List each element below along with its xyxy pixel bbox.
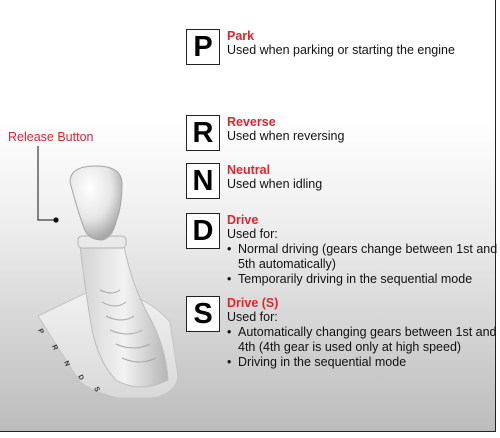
mode-description: Used for: <box>227 310 278 324</box>
gate-letter-d: D <box>76 374 84 382</box>
mode-title: Park <box>227 29 255 43</box>
bullet-item: Normal driving (gears change between 1st… <box>227 242 500 272</box>
release-button-label: Release Button <box>8 130 94 144</box>
gate-letters: P R N D S <box>36 328 100 393</box>
mode-park-body: Park Used when parking or starting the e… <box>227 29 500 58</box>
mode-title: Drive <box>227 213 259 227</box>
mode-drive-s-bullets: Automatically changing gears between 1st… <box>227 325 500 370</box>
gate-letter-r: R <box>50 344 58 352</box>
gear-letter-r: R <box>186 115 220 151</box>
mode-drive-body: Drive Used for: Normal driving (gears ch… <box>227 213 500 287</box>
gate-letter-n: N <box>62 360 70 368</box>
mode-description: Used when idling <box>227 177 323 191</box>
mode-description: Used for: <box>227 227 278 241</box>
gate-letter-s: S <box>92 386 100 393</box>
bullet-item: Driving in the sequential mode <box>227 355 500 370</box>
boot-texture <box>99 289 157 363</box>
gear-letter-d: D <box>186 213 220 249</box>
mode-neutral-body: Neutral Used when idling <box>227 163 500 192</box>
diagram-panel: P R N D S Release Button P Park Used whe… <box>0 0 496 432</box>
bullet-item: Automatically changing gears between 1st… <box>227 325 500 355</box>
gear-letter-p: P <box>186 29 220 65</box>
mode-reverse-body: Reverse Used when reversing <box>227 115 500 144</box>
mode-title: Drive (S) <box>227 296 279 310</box>
mode-description: Used when parking or starting the engine <box>227 43 455 57</box>
mode-title: Neutral <box>227 163 271 177</box>
mode-drive-s-body: Drive (S) Used for: Automatically changi… <box>227 296 500 370</box>
gear-letter-n: N <box>186 163 220 199</box>
gate-letter-p: P <box>36 328 44 335</box>
bullet-item: Temporarily driving in the sequential mo… <box>227 272 500 287</box>
mode-description: Used when reversing <box>227 129 345 143</box>
mode-title: Reverse <box>227 115 276 129</box>
shifter-knob <box>69 165 123 241</box>
shifter-boot <box>79 245 169 388</box>
gear-letter-s: S <box>186 296 220 332</box>
mode-drive-bullets: Normal driving (gears change between 1st… <box>227 242 500 287</box>
